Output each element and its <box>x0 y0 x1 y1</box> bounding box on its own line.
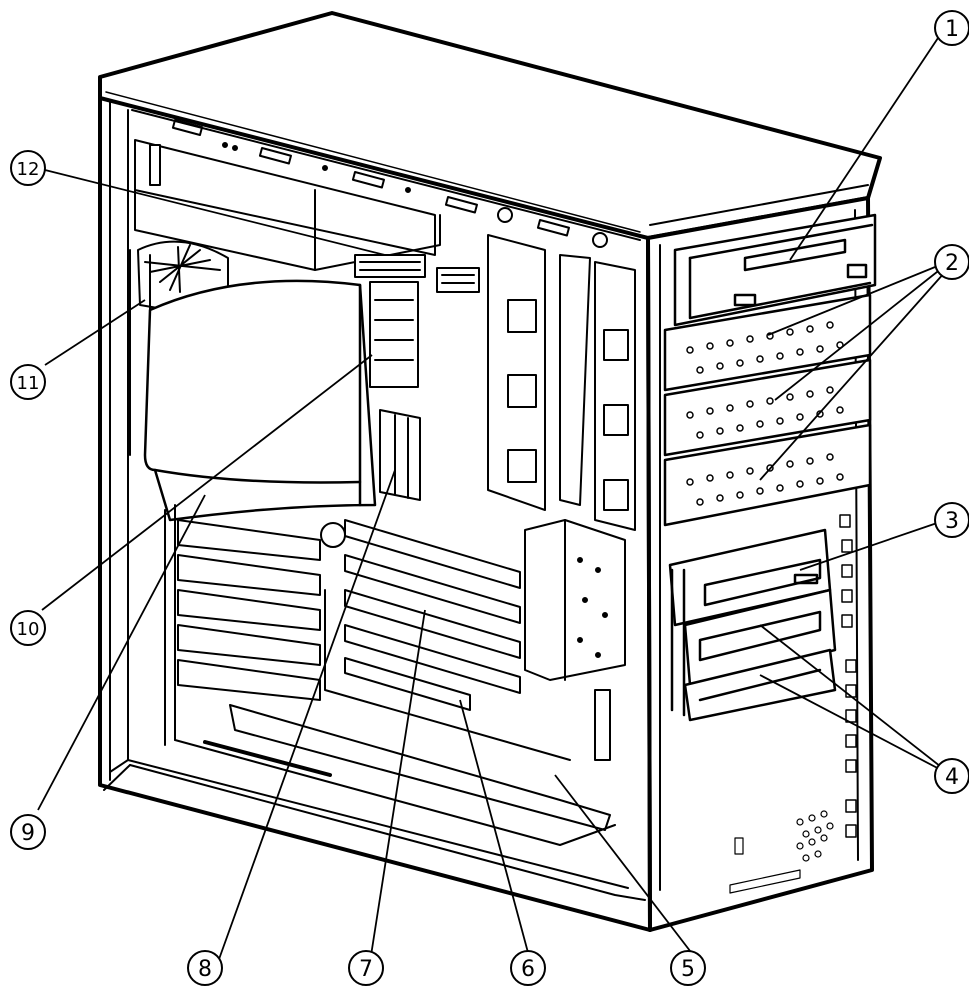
pci-slots <box>320 519 521 711</box>
callout-4: 4 <box>934 758 969 794</box>
svg-text:3: 3 <box>945 509 959 534</box>
callout-11: 11 <box>10 364 46 400</box>
system-board <box>174 589 616 846</box>
power-supply <box>134 139 441 271</box>
svg-text:10: 10 <box>17 619 40 640</box>
svg-text:2: 2 <box>945 251 959 276</box>
power-connectors <box>354 254 480 388</box>
callout-5: 5 <box>670 950 706 986</box>
callout-10: 10 <box>10 610 46 646</box>
svg-text:9: 9 <box>21 821 35 846</box>
optical-drive <box>673 213 877 327</box>
expansion-slot-covers <box>164 504 321 746</box>
air-duct <box>143 279 377 522</box>
callout-2: 2 <box>934 244 969 280</box>
rear-frame <box>103 99 646 901</box>
callout-1: 1 <box>934 10 969 46</box>
chassis-top-face <box>105 91 641 233</box>
vent-holes-row-1 <box>686 321 844 374</box>
callouts: 1 2 3 4 5 6 7 8 <box>10 10 969 986</box>
speaker-grille <box>729 810 834 894</box>
svg-text:12: 12 <box>17 159 40 180</box>
callout-8: 8 <box>187 950 223 986</box>
svg-text:1: 1 <box>945 17 959 42</box>
callout-7: 7 <box>348 950 384 986</box>
svg-text:4: 4 <box>945 765 959 790</box>
callout-6: 6 <box>510 950 546 986</box>
diskette-and-hdd-cage <box>668 528 837 722</box>
callout-9: 9 <box>10 814 46 850</box>
vent-holes-row-2 <box>686 386 844 439</box>
drive-bay-covers <box>663 293 872 527</box>
heatsink-cage <box>524 519 626 761</box>
riser-panels <box>487 234 636 531</box>
svg-text:5: 5 <box>681 957 695 982</box>
leader-lines <box>37 34 946 963</box>
svg-text:8: 8 <box>198 957 212 982</box>
svg-text:7: 7 <box>359 957 373 982</box>
vent-holes-row-3 <box>686 453 844 506</box>
top-rear-bracket <box>131 109 641 248</box>
callout-12: 12 <box>10 150 46 186</box>
memory-module <box>379 409 421 501</box>
svg-text:11: 11 <box>17 373 40 394</box>
svg-text:6: 6 <box>521 957 535 982</box>
callout-3: 3 <box>934 502 969 538</box>
